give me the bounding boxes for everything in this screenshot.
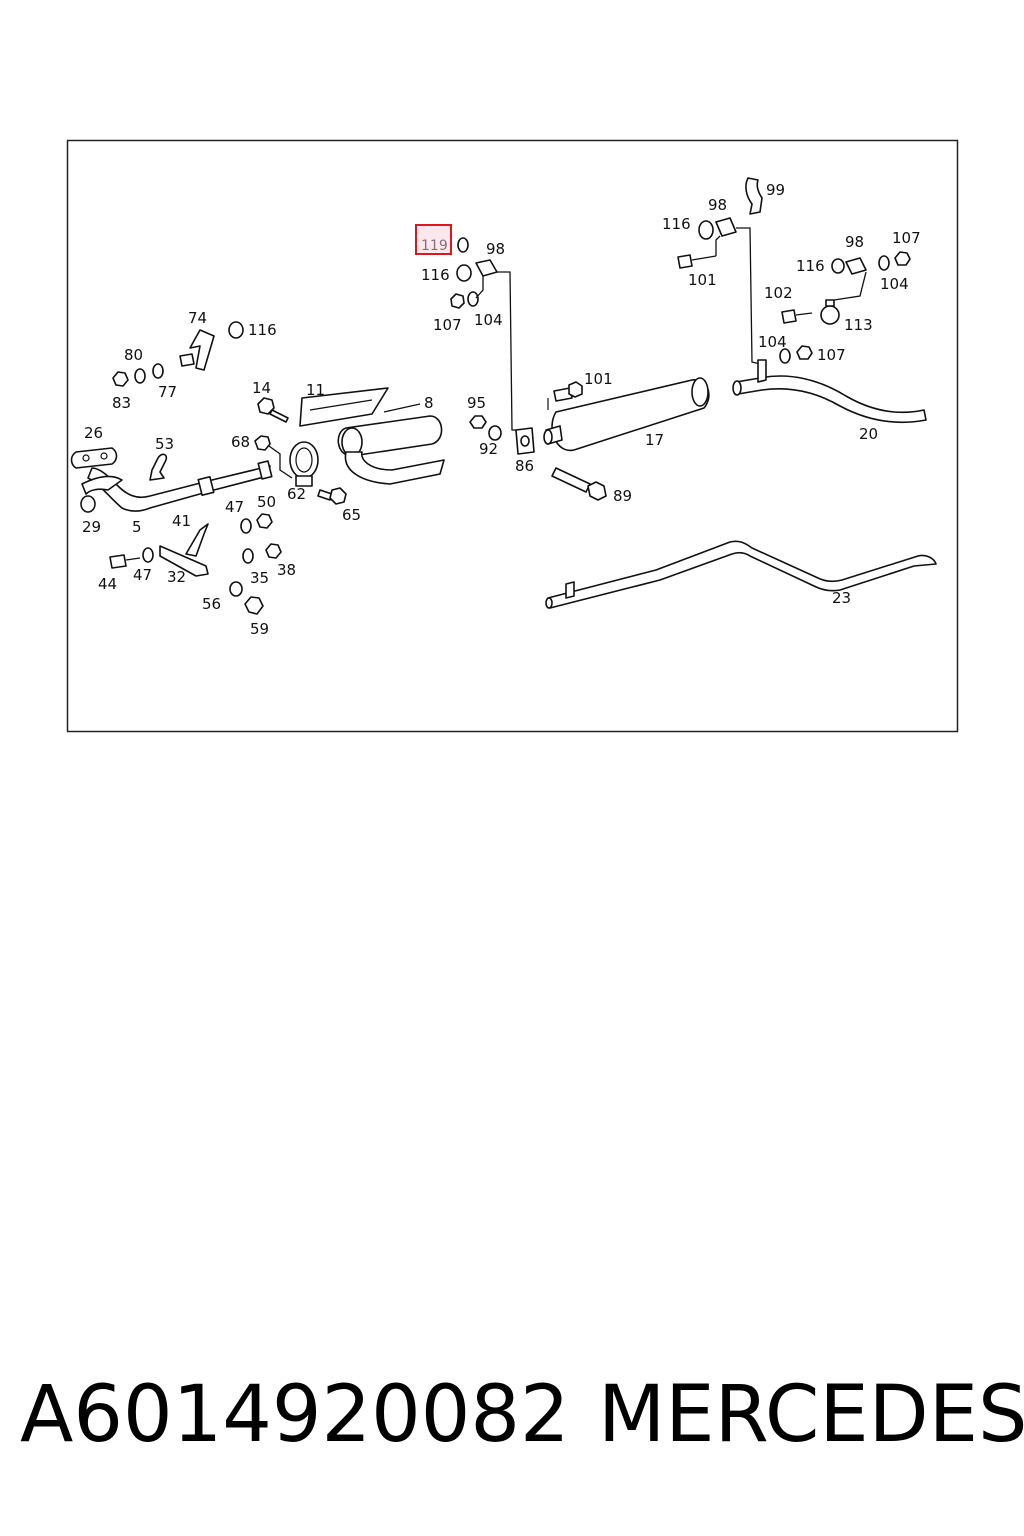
callout-14: 14: [252, 379, 271, 397]
front-pipe-5: [80, 460, 273, 513]
callout-53: 53: [155, 435, 174, 453]
callout-104: 104: [758, 333, 787, 351]
callout-101: 101: [584, 370, 613, 388]
rear-muffler-17: [543, 377, 710, 452]
exhaust-system-diagram: 119: [66, 139, 959, 733]
bracket-group-right-top: [677, 177, 763, 365]
pipe-23: [545, 540, 937, 609]
callout-89: 89: [613, 487, 632, 505]
callout-77: 77: [158, 383, 177, 401]
callout-38: 38: [277, 561, 296, 579]
callout-116: 116: [662, 215, 691, 233]
callout-5: 5: [132, 518, 142, 536]
callout-113: 113: [844, 316, 873, 334]
brand-name: MERCEDES: [598, 1370, 1024, 1460]
clamp-62: [254, 435, 347, 505]
callout-26: 26: [84, 424, 103, 442]
hanger-86: [469, 415, 535, 455]
callout-86: 86: [515, 457, 534, 475]
part-number: A6014920082: [20, 1370, 570, 1460]
callout-102: 102: [764, 284, 793, 302]
bolt-89: [551, 467, 607, 501]
callout-98: 98: [486, 240, 505, 258]
callout-20: 20: [859, 425, 878, 443]
callout-99: 99: [766, 181, 785, 199]
callout-95: 95: [467, 394, 486, 412]
callout-8: 8: [424, 394, 434, 412]
callout-74: 74: [188, 309, 207, 327]
callout-59: 59: [250, 620, 269, 638]
svg-text:119: 119: [421, 238, 448, 254]
washer-119-icon: [457, 237, 469, 253]
diagram-frame: [66, 139, 959, 733]
callout-65: 65: [342, 506, 361, 524]
callout-68: 68: [231, 433, 250, 451]
callout-104: 104: [474, 311, 503, 329]
callout-29: 29: [82, 518, 101, 536]
callout-56: 56: [202, 595, 221, 613]
callout-62: 62: [287, 485, 306, 503]
callout-98: 98: [845, 233, 864, 251]
tail-pipe-20: [732, 359, 927, 424]
callout-35: 35: [250, 569, 269, 587]
callout-labels: 99 98 116 101 98 107 116 104 102 113 104…: [82, 181, 921, 638]
callout-104: 104: [880, 275, 909, 293]
front-muffler-8: [299, 387, 445, 485]
callout-116: 116: [248, 321, 277, 339]
hardware-small-parts: [229, 513, 282, 615]
callout-107: 107: [892, 229, 921, 247]
callout-98: 98: [708, 196, 727, 214]
callout-107: 107: [433, 316, 462, 334]
callout-107: 107: [817, 346, 846, 364]
gasket-26: [70, 447, 168, 481]
callout-47: 47: [225, 498, 244, 516]
bracket-32: [109, 523, 209, 577]
callout-50: 50: [257, 493, 276, 511]
callout-32: 32: [167, 568, 186, 586]
footer: A6014920082 MERCEDES: [0, 1370, 1024, 1470]
callout-11: 11: [306, 381, 325, 399]
callout-80: 80: [124, 346, 143, 364]
callout-116: 116: [421, 266, 450, 284]
bracket-74: [112, 321, 244, 387]
callout-47: 47: [133, 566, 152, 584]
bracket-group-right: [779, 251, 911, 364]
callout-116: 116: [796, 257, 825, 275]
callout-83: 83: [112, 394, 131, 412]
callout-44: 44: [98, 575, 117, 593]
callout-92: 92: [479, 440, 498, 458]
callout-23: 23: [832, 589, 851, 607]
callout-41: 41: [172, 512, 191, 530]
bolt-14: [257, 397, 289, 423]
callout-17: 17: [645, 431, 664, 449]
highlight-119[interactable]: 119: [415, 224, 452, 255]
callout-101: 101: [688, 271, 717, 289]
